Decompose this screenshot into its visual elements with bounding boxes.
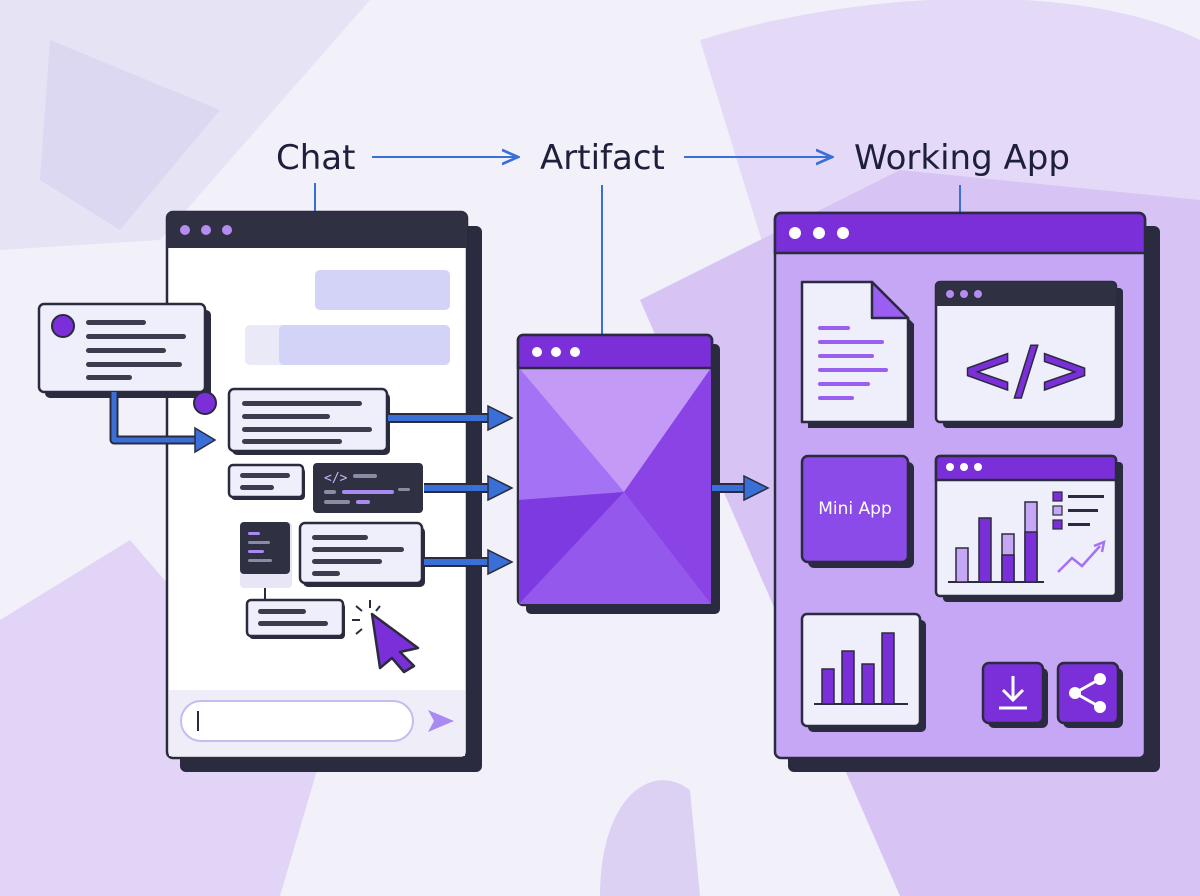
label-working-app: Working App <box>854 138 1070 178</box>
bar-chart-tile <box>800 612 926 732</box>
send-icon[interactable] <box>428 710 454 732</box>
code-window-tile: </> <box>934 280 1123 428</box>
message-block <box>245 598 345 638</box>
code-icon: </> <box>961 334 1092 408</box>
cursor-icon <box>352 600 420 674</box>
code-thumbnail <box>240 522 290 574</box>
document-icon <box>800 280 914 428</box>
label-artifact: Artifact <box>540 138 665 178</box>
snippet-code-icon: </> <box>324 471 348 486</box>
floating-message-card <box>37 302 211 398</box>
artifact-window <box>516 333 720 614</box>
download-button[interactable] <box>981 661 1048 728</box>
avatar <box>193 391 217 415</box>
chat-message-blocks: </> <box>227 387 425 639</box>
trend-icon <box>1057 545 1101 573</box>
share-button[interactable] <box>1056 661 1123 728</box>
avatar <box>51 314 75 338</box>
elbow-arrow <box>111 392 198 443</box>
mini-app-label: Mini App <box>818 499 892 519</box>
label-chat: Chat <box>276 138 355 178</box>
message-block <box>227 463 305 499</box>
share-icon <box>1069 673 1106 713</box>
chat-bubble <box>315 270 450 310</box>
chat-to-artifact-arrows <box>388 404 514 576</box>
dashboard-window-tile <box>934 454 1123 602</box>
download-icon <box>999 676 1027 710</box>
mini-app-tile[interactable]: Mini App <box>800 454 914 568</box>
chat-input[interactable] <box>180 700 414 742</box>
flow-header: Chat Artifact Working App <box>276 138 1070 334</box>
